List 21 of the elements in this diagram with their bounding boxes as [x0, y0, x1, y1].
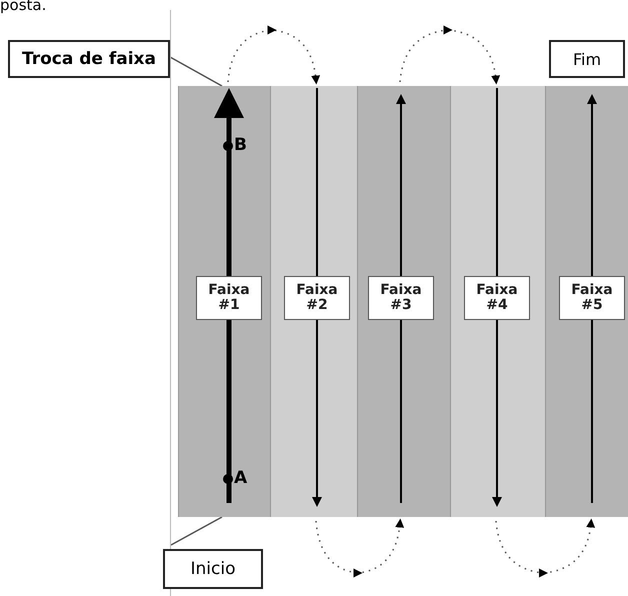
lane-band [357, 86, 450, 517]
lane-label: Faixa #2 [284, 276, 350, 320]
point-label: A [234, 468, 248, 488]
lane-change-arc [495, 518, 595, 578]
lane-change-arc [227, 26, 320, 84]
lane-change-arc [315, 518, 404, 578]
label-box: Fim [549, 40, 625, 78]
point-label: B [234, 135, 247, 155]
lane-label: Faixa #4 [464, 276, 530, 320]
lane-band [178, 86, 270, 517]
lane-change-arc [399, 26, 500, 84]
lane-band [270, 86, 357, 517]
leader-line [170, 516, 222, 546]
lane-band [545, 86, 628, 517]
label-box: Inicio [163, 549, 263, 589]
lane-band [450, 86, 545, 517]
lane-label: Faixa #1 [196, 276, 262, 320]
label-box: Troca de faixa [8, 40, 170, 78]
leader-line [170, 56, 222, 87]
lane-label: Faixa #3 [368, 276, 434, 320]
lane-label: Faixa #5 [559, 276, 625, 320]
